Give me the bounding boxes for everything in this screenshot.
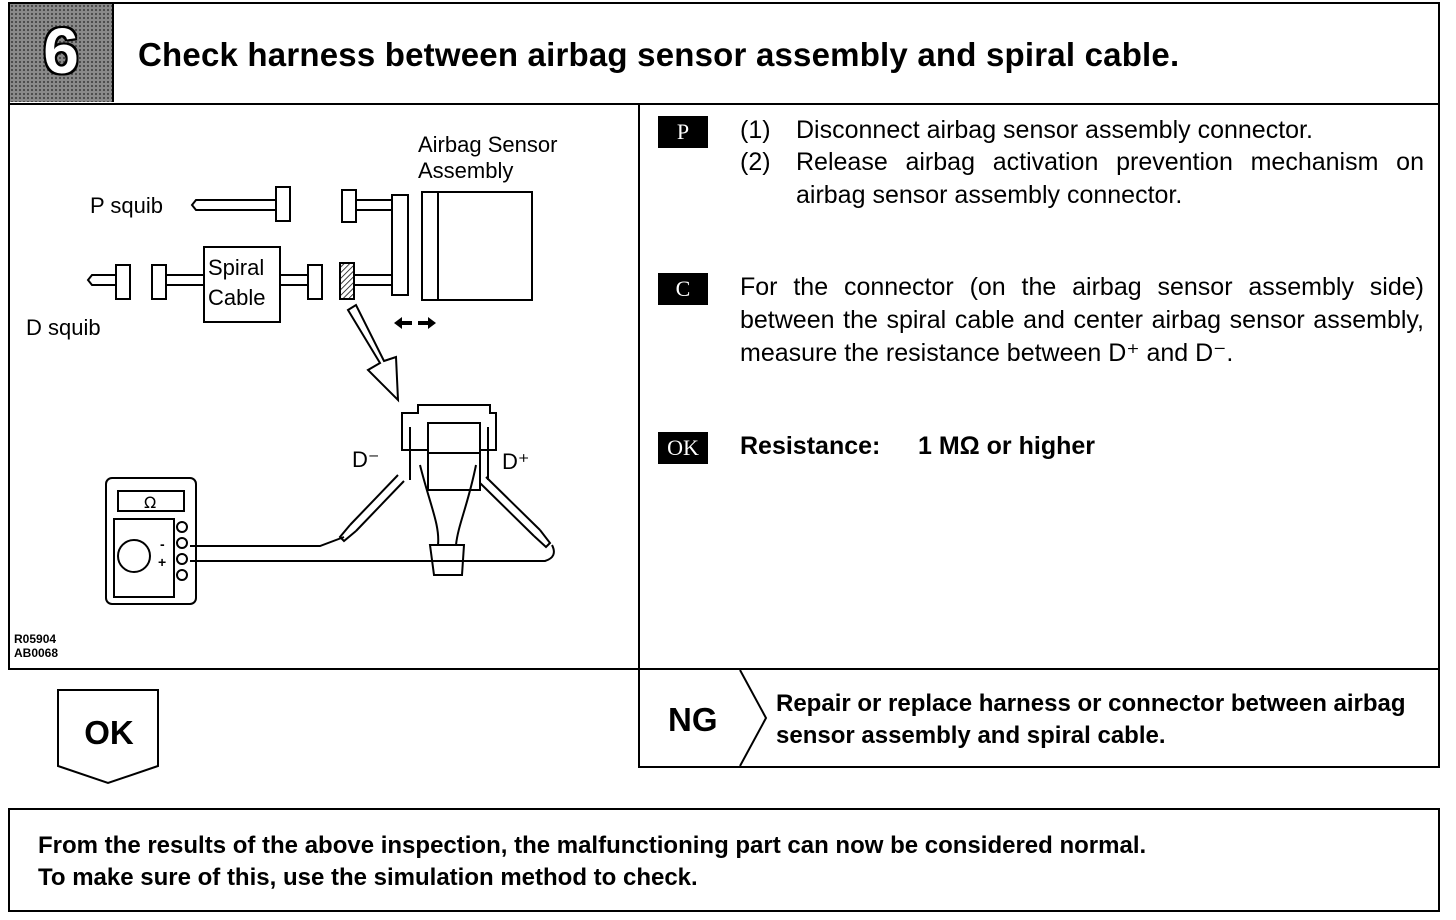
d-squib-connector <box>115 264 131 300</box>
conclusion-line-2: To make sure of this, use the simulation… <box>38 864 698 891</box>
multimeter-body <box>105 477 197 605</box>
lead-minus-cable <box>190 536 345 547</box>
p-harness-connector <box>341 189 357 223</box>
meter-minus-label: - <box>160 536 165 552</box>
detail-arrow <box>346 303 400 403</box>
harness-connector-plate <box>391 194 409 296</box>
ok-resistance-label: Resistance: <box>740 432 881 460</box>
ref-code-1: R05904 <box>14 632 56 646</box>
ok-mark-badge: OK <box>658 432 708 464</box>
ng-chevron <box>739 670 768 766</box>
label-airbag-sensor-line2: Assembly <box>418 158 513 183</box>
wiring-diagram: Airbag Sensor Assembly P squib D squib S… <box>14 132 557 660</box>
step-title: Check harness between airbag sensor asse… <box>138 36 1180 73</box>
p-mark-badge: P <box>658 116 708 148</box>
spiral-right-connector <box>307 264 323 300</box>
connector-housing <box>401 404 497 491</box>
step-number-badge: 6 <box>10 4 114 102</box>
p-squib-connector <box>275 186 291 222</box>
connector-wires <box>419 464 477 546</box>
p-step1-text: Disconnect airbag sensor assembly connec… <box>796 116 1313 144</box>
label-p-squib: P squib <box>90 193 163 218</box>
conclusion-line-1: From the results of the above inspection… <box>38 832 1147 859</box>
ok-resistance-value: 1 MΩ or higher <box>918 432 1096 460</box>
lead-plus-cable <box>190 544 555 562</box>
ok-result-arrow <box>57 689 159 785</box>
spiral-left-connector <box>151 264 167 300</box>
d-squib-lead <box>86 274 117 286</box>
label-airbag-sensor-line1: Airbag Sensor <box>418 132 557 157</box>
ok-result-label: OK <box>84 714 134 751</box>
label-d-squib: D squib <box>26 315 101 340</box>
p-step2-text: Release airbag activation prevention mec… <box>796 148 1424 209</box>
p-step1-number: (1) <box>740 116 771 144</box>
meter-dial <box>117 539 151 573</box>
probe-plus <box>479 476 541 537</box>
meter-plus-label: + <box>158 554 166 570</box>
meter-ohm-symbol: Ω <box>144 493 156 512</box>
ref-code-2: AB0068 <box>14 646 58 660</box>
ng-result-box <box>638 668 1440 768</box>
sensor-assembly-plate <box>421 191 439 301</box>
label-spiral: Spiral <box>208 255 264 280</box>
connect-arrows <box>394 317 436 329</box>
label-d-minus: D⁻ <box>352 447 380 472</box>
column-divider <box>638 103 640 670</box>
c-instruction-text: For the connector (on the airbag sensor … <box>740 273 1424 367</box>
p-squib-lead <box>190 199 277 211</box>
c-mark-badge: C <box>658 273 708 305</box>
p-step2-number: (2) <box>740 148 771 176</box>
conclusion-box <box>8 808 1440 912</box>
hatched-connector <box>339 262 355 300</box>
label-spiral-cable-2: Cable <box>208 285 265 310</box>
ng-action-text: Repair or replace harness or connector b… <box>776 690 1406 749</box>
step-number: 6 <box>43 15 79 87</box>
label-d-plus: D⁺ <box>502 449 530 474</box>
ng-result-label: NG <box>668 701 718 738</box>
probe-minus <box>349 474 405 532</box>
